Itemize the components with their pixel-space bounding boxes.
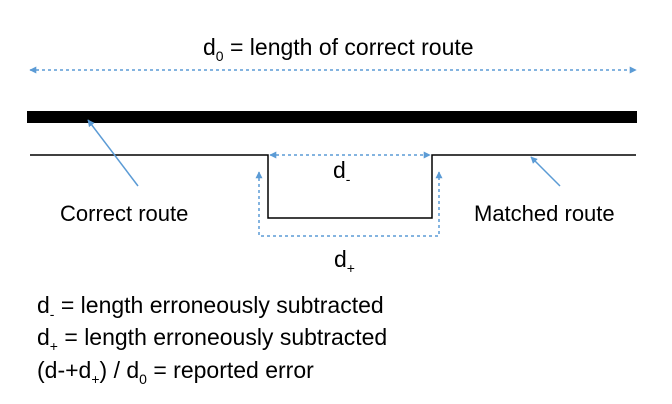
correct-route-pointer	[87, 119, 139, 187]
d-plus-label: d+	[334, 246, 355, 276]
d0-title: d0 = length of correct route	[203, 34, 474, 64]
legend-line-d-plus: d+ = length erroneously subtracted	[37, 324, 387, 354]
matched-route-line	[30, 154, 636, 219]
matched-route-label: Matched route	[474, 201, 615, 226]
d-plus-arrow	[255, 171, 443, 237]
matched-route-pointer	[530, 156, 561, 187]
correct-route-bar	[27, 111, 637, 123]
d-minus-label: d-	[333, 157, 351, 187]
correct-route-label: Correct route	[60, 201, 188, 226]
legend-line-reported-error: (d-+d+) / d0 = reported error	[37, 357, 314, 387]
legend-line-d-minus: d- = length erroneously subtracted	[37, 292, 384, 322]
